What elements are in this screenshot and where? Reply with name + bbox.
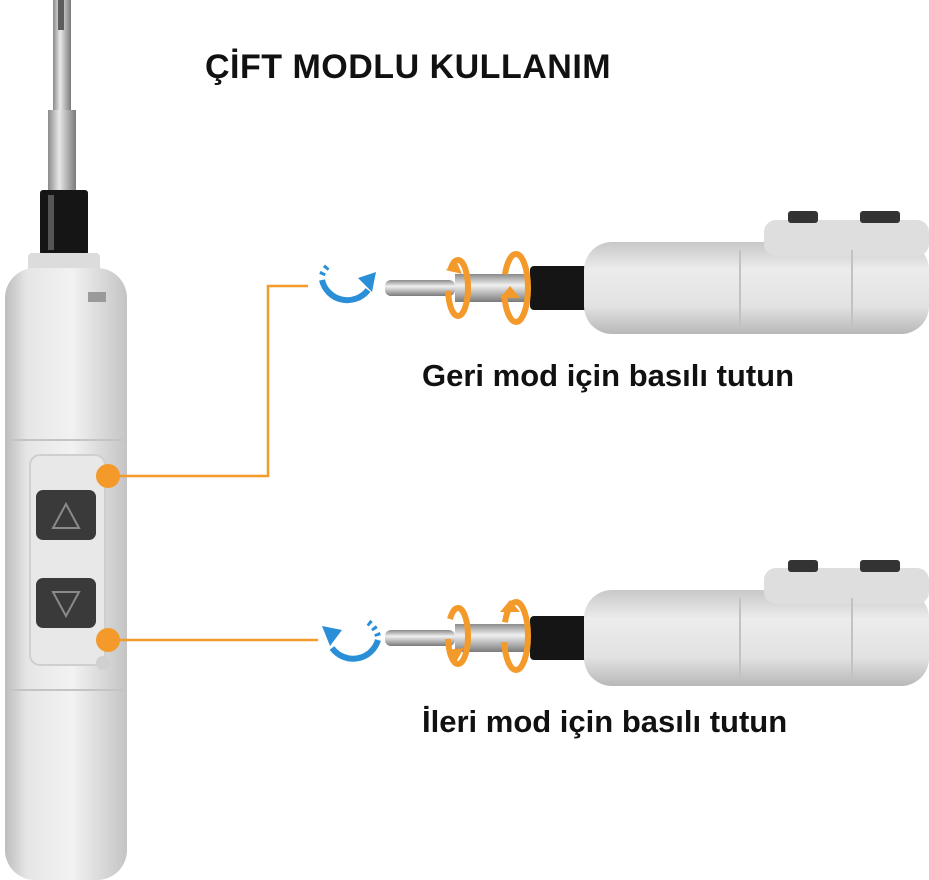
screwdriver-bit	[385, 280, 455, 296]
reverse-mode-caption: Geri mod için basılı tutun	[422, 358, 795, 393]
reverse-button[interactable]	[36, 490, 96, 540]
vertical-screwdriver	[5, 0, 127, 880]
counterclockwise-arrow-icon	[322, 619, 381, 662]
clockwise-arrow-icon	[319, 261, 376, 304]
screwdriver-bit	[53, 0, 71, 110]
horizontal-screwdriver-bottom	[385, 560, 929, 686]
callout-dot	[96, 464, 120, 488]
forward-button[interactable]	[36, 578, 96, 628]
callout-dot	[96, 628, 120, 652]
triangle-down-icon	[51, 591, 81, 619]
horizontal-screwdriver-top	[385, 211, 929, 334]
triangle-up-icon	[51, 501, 81, 529]
page-title: ÇİFT MODLU KULLANIM	[205, 48, 612, 86]
chuck	[40, 190, 88, 255]
screwdriver-bit	[385, 630, 455, 646]
forward-mode-caption: İleri mod için basılı tutun	[422, 704, 788, 739]
bit-holder	[48, 110, 76, 190]
callout-lines	[96, 284, 318, 652]
